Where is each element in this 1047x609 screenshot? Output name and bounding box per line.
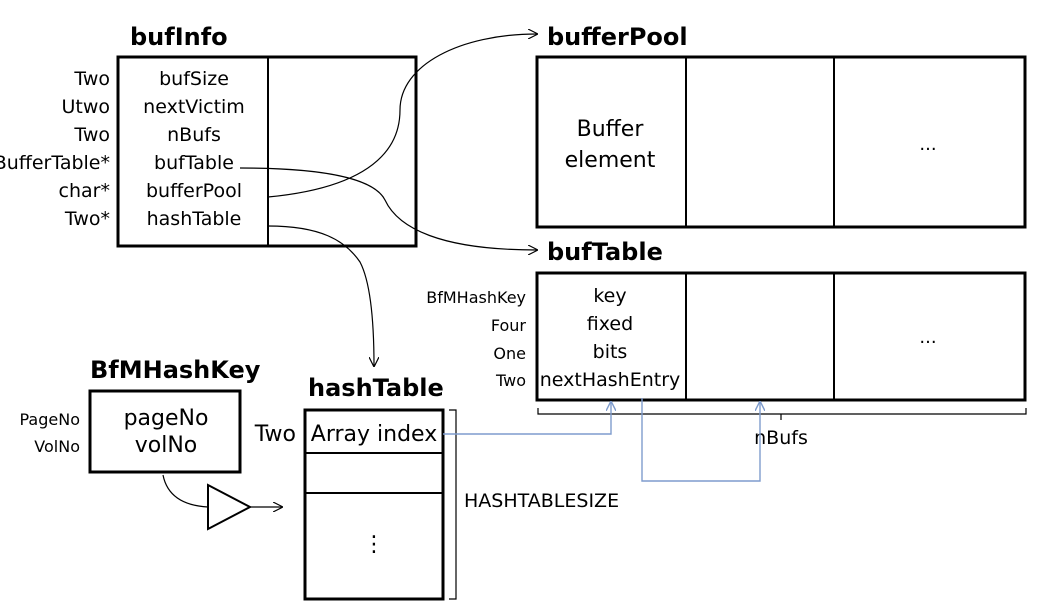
bufferpool-box bbox=[535, 55, 1027, 229]
hashkey-to-hashfn-arc bbox=[162, 474, 209, 508]
bfmhashkey-field-0: pageNo bbox=[124, 406, 209, 431]
buftable-pointer-arrow bbox=[239, 167, 537, 250]
bufferpool-cell-line2: element bbox=[565, 148, 656, 173]
buftable-type-2: One bbox=[493, 344, 526, 363]
buftable-field-0: key bbox=[593, 285, 626, 307]
hashtable-ellipsis: ⋮ bbox=[363, 532, 385, 557]
buftable-struct: bufTable BfMHashKey Four One Two key fix… bbox=[426, 238, 1027, 449]
nbufs-label: nBufs bbox=[754, 427, 808, 449]
buftable-field-3: nextHashEntry bbox=[540, 369, 681, 391]
bufinfo-type-3: BufferTable* bbox=[0, 152, 110, 174]
hashtable-struct: hashTable Two Array index ⋮ HASHTABLESIZ… bbox=[254, 374, 619, 601]
hashtable-type-label: Two bbox=[254, 422, 296, 447]
bufinfo-field-2: nBufs bbox=[167, 124, 221, 146]
bfmhashkey-field-1: volNo bbox=[135, 433, 198, 458]
bufinfo-field-0: bufSize bbox=[159, 68, 229, 90]
bufinfo-type-2: Two bbox=[73, 124, 110, 146]
bufinfo-field-3: bufTable bbox=[154, 152, 234, 174]
bfmhashkey-struct: BfMHashKey PageNo VolNo pageNo volNo bbox=[20, 356, 261, 474]
bufferpool-title: bufferPool bbox=[547, 23, 688, 51]
buftable-box bbox=[535, 271, 1027, 402]
bufferpool-struct: bufferPool Buffer element ... bbox=[535, 23, 1027, 229]
buftable-type-0: BfMHashKey bbox=[426, 288, 526, 307]
hashtable-pointer-arrow bbox=[267, 225, 374, 366]
hashtable-box bbox=[303, 408, 445, 601]
bfmhashkey-title: BfMHashKey bbox=[90, 356, 261, 384]
array-index-to-entry-arrow bbox=[443, 402, 611, 435]
buftable-ellipsis: ... bbox=[919, 327, 936, 348]
bufinfo-struct: bufInfo Two Utwo Two BufferTable* char* … bbox=[0, 23, 418, 248]
bufinfo-type-5: Two* bbox=[64, 208, 110, 230]
bufinfo-type-0: Two bbox=[73, 68, 110, 90]
bfmhashkey-type-0: PageNo bbox=[20, 410, 81, 429]
bufinfo-field-4: bufferPool bbox=[146, 180, 242, 202]
buftable-type-3: Two bbox=[495, 371, 526, 390]
buftable-field-2: bits bbox=[593, 341, 628, 363]
bufinfo-field-1: nextVictim bbox=[143, 96, 245, 118]
hashtablesize-bracket bbox=[449, 409, 457, 600]
bufferpool-pointer-arrow bbox=[267, 34, 537, 198]
bufinfo-type-4: char* bbox=[59, 180, 110, 202]
bufferpool-ellipsis: ... bbox=[919, 134, 936, 155]
hash-function-icon bbox=[207, 483, 253, 531]
bufferpool-cell-line1: Buffer bbox=[577, 117, 645, 142]
bufinfo-type-1: Utwo bbox=[61, 96, 110, 118]
next-hash-entry-arrow bbox=[641, 398, 760, 482]
bufinfo-title: bufInfo bbox=[130, 23, 228, 51]
bfmhashkey-box bbox=[88, 389, 242, 474]
bfmhashkey-type-1: VolNo bbox=[34, 437, 80, 456]
hashtablesize-label: HASHTABLESIZE bbox=[464, 490, 619, 512]
buftable-title: bufTable bbox=[547, 238, 663, 266]
buftable-field-1: fixed bbox=[587, 313, 633, 335]
nbufs-brace bbox=[537, 408, 1027, 415]
buftable-type-1: Four bbox=[491, 316, 527, 335]
bufinfo-field-5: hashTable bbox=[147, 208, 242, 230]
hashtable-title: hashTable bbox=[308, 374, 444, 402]
hashtable-first-cell: Array index bbox=[311, 422, 437, 447]
